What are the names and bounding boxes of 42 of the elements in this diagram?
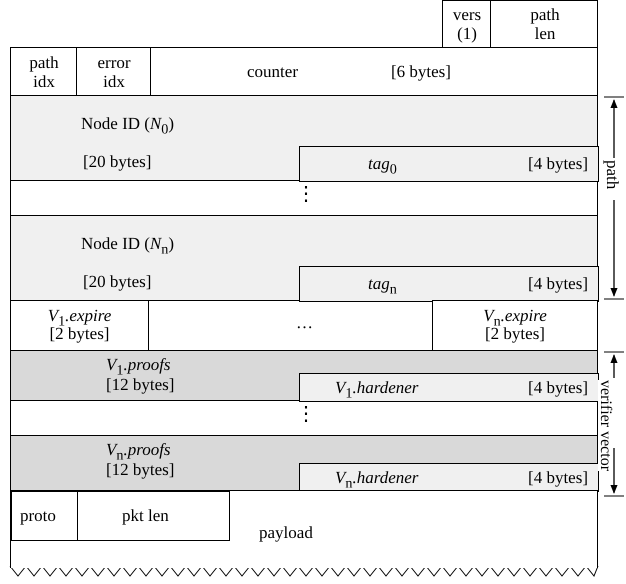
field-label: V$_{1}$.hardener (335, 378, 418, 404)
field-label: error idx (96, 53, 132, 91)
payload-field (10, 490, 598, 568)
field-label: pkt len (122, 506, 169, 525)
byte-size: [20 bytes] (83, 272, 152, 291)
ellipsis: ⋮ (296, 184, 316, 204)
tag-field (299, 146, 599, 182)
byte-size: [4 bytes] (528, 378, 588, 397)
field-label: path len (529, 5, 561, 43)
hardener-field (299, 373, 599, 402)
protocol-field (11, 491, 78, 541)
dimension-label: verifier vector (598, 380, 612, 472)
expiry-field (432, 300, 598, 351)
proofs-field (10, 350, 598, 401)
byte-size: [2 bytes] (484, 324, 545, 343)
tag-field (299, 266, 599, 302)
field-label: proto (20, 506, 56, 525)
field-label: path idx (28, 53, 60, 91)
field-label: payload (259, 523, 313, 542)
field-label: vers (1) (452, 5, 482, 43)
byte-size: [2 bytes] (48, 324, 110, 343)
ellipsis: ⋮ (296, 404, 316, 424)
field-label: Node ID (N$_{0}$) (81, 114, 174, 140)
byte-size: [20 bytes] (83, 152, 152, 171)
field-label: counter (247, 62, 298, 81)
ellipsis: … (296, 313, 313, 333)
node-id-field (10, 95, 598, 181)
packet-length-field (77, 491, 230, 541)
path-length-field (490, 0, 598, 48)
field-label: V$_{n}$.hardener (335, 468, 418, 494)
hardener-field (299, 463, 599, 492)
byte-size: [4 bytes] (528, 274, 588, 293)
field-label: Node ID (N$_{n}$) (81, 234, 174, 260)
field-label: tag$_{n}$ (368, 274, 397, 300)
dimension-label: path (602, 160, 622, 190)
byte-size: [4 bytes] (528, 154, 588, 173)
byte-size: [6 bytes] (391, 62, 451, 81)
field-label: tag$_{0}$ (368, 154, 397, 180)
byte-size: [4 bytes] (528, 468, 588, 487)
node-id-field (10, 215, 598, 301)
version-field (442, 0, 491, 48)
proofs-field (10, 435, 598, 491)
